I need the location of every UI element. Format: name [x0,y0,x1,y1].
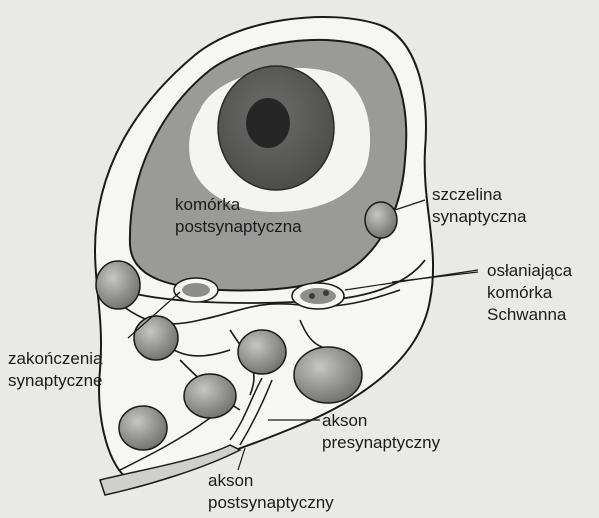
label-synaptic-terminals: zakończenia synaptyczne [8,348,103,392]
label-schwann-cell: osłaniająca komórka Schwanna [487,260,572,326]
vesicle [309,293,315,299]
synaptic-terminal [184,374,236,418]
vesicle [323,290,329,296]
label-presynaptic-axon: akson presynaptyczny [322,410,440,454]
synaptic-terminal [96,261,140,309]
synaptic-terminal [119,406,167,450]
label-postsynaptic-axon: akson postsynaptyczny [208,470,334,514]
synapse-capsule-inner [300,288,336,304]
label-postsynaptic-cell: komórka postsynaptyczna [175,194,302,238]
synaptic-terminal [365,202,397,238]
synaptic-terminal [294,347,362,403]
synapse-capsule-inner [182,283,210,297]
label-synaptic-cleft: szczelina synaptyczna [432,184,527,228]
synaptic-terminal [238,330,286,374]
synaptic-terminal [134,316,178,360]
nucleolus [246,98,290,148]
